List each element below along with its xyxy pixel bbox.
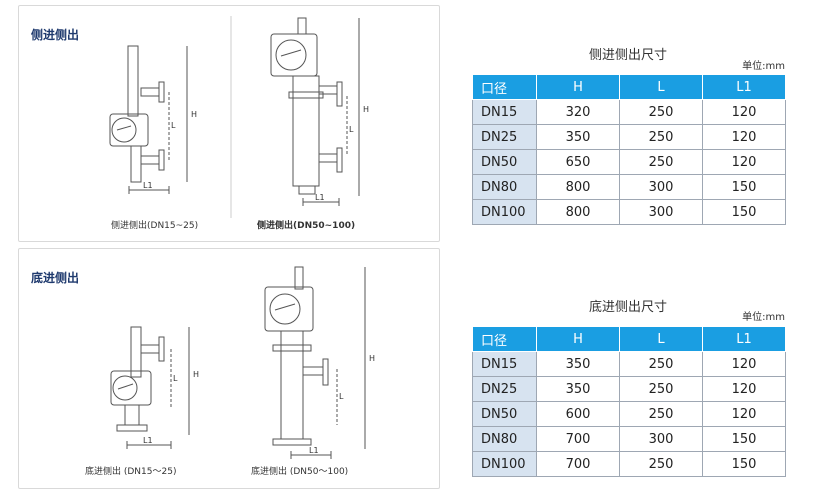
header-l1: L1 — [702, 74, 786, 100]
cell-bore: DN25 — [472, 124, 537, 150]
cell-bore: DN80 — [472, 426, 537, 452]
bottom-inlet-drawings: H L L1 底进侧出 (DN15～25) H L L1 底进侧出 (DN50～… — [85, 266, 375, 477]
cell-bore: DN15 — [472, 99, 537, 125]
table-header-row: 口径 H L L1 — [472, 74, 786, 100]
large-bottom-flowmeter-drawing — [264, 266, 366, 459]
dim-l1-label-large: L1 — [315, 193, 325, 202]
dim-l-label-large: L — [349, 125, 354, 134]
cell-h: 600 — [536, 401, 620, 427]
cell-l1: 150 — [702, 426, 786, 452]
side-table-unit: 单位:mm — [742, 61, 785, 72]
side-inlet-panel-title: 侧进侧出 — [31, 28, 80, 42]
dim-h-label-bottom-large: H — [369, 354, 375, 363]
table-row: DN50 650 250 120 — [472, 149, 786, 175]
table-row: DN15 320 250 120 — [472, 99, 786, 125]
table-row: DN80 700 300 150 — [472, 426, 786, 452]
bottom-dimensions-table: 口径 H L L1 DN15 350 250 120 DN25 350 250 … — [472, 326, 786, 477]
cell-l: 300 — [619, 426, 703, 452]
side-inlet-drawings: H L L1 侧进侧出(DN15~25) H L L1 侧进侧出(DN50 — [109, 16, 369, 231]
side-inlet-drawing-panel: 侧进侧出 H L L1 侧进侧出(DN15~25) — [18, 5, 440, 242]
dim-l1-label-bottom: L1 — [143, 436, 153, 445]
cell-l1: 120 — [702, 376, 786, 402]
cell-l1: 150 — [702, 199, 786, 225]
cell-l: 300 — [619, 199, 703, 225]
bottom-table-unit: 单位:mm — [742, 312, 785, 323]
table-row: DN25 350 250 120 — [472, 124, 786, 150]
cell-l: 250 — [619, 376, 703, 402]
cell-l: 250 — [619, 401, 703, 427]
side-dimensions-table: 口径 H L L1 DN15 320 250 120 DN25 350 250 … — [472, 74, 786, 225]
caption-side-large: 侧进侧出(DN50~100) — [257, 219, 355, 231]
cell-l: 250 — [619, 124, 703, 150]
large-flowmeter-drawing — [230, 16, 360, 218]
cell-l1: 120 — [702, 124, 786, 150]
dim-h-label-bottom: H — [193, 370, 199, 379]
small-bottom-flowmeter-drawing — [110, 326, 190, 449]
header-h: H — [536, 74, 620, 100]
dim-l-label: L — [171, 121, 176, 130]
cell-h: 700 — [536, 451, 620, 477]
cell-l1: 150 — [702, 451, 786, 477]
header-l: L — [619, 326, 703, 352]
cell-l1: 120 — [702, 99, 786, 125]
cell-l: 250 — [619, 149, 703, 175]
cell-h: 320 — [536, 99, 620, 125]
table-row: DN100 800 300 150 — [472, 199, 786, 225]
dim-l-label-bottom-large: L — [339, 392, 344, 401]
cell-h: 350 — [536, 376, 620, 402]
cell-l1: 120 — [702, 351, 786, 377]
cell-l1: 150 — [702, 174, 786, 200]
cell-l: 250 — [619, 451, 703, 477]
cell-h: 350 — [536, 351, 620, 377]
cell-l: 250 — [619, 351, 703, 377]
cell-h: 350 — [536, 124, 620, 150]
table-row: DN50 600 250 120 — [472, 401, 786, 427]
table-row: DN80 800 300 150 — [472, 174, 786, 200]
small-flowmeter-drawing — [109, 45, 188, 194]
cell-bore: DN25 — [472, 376, 537, 402]
cell-bore: DN50 — [472, 401, 537, 427]
table-row: DN25 350 250 120 — [472, 376, 786, 402]
table-row: DN15 350 250 120 — [472, 351, 786, 377]
dim-h-label: H — [191, 110, 197, 119]
cell-bore: DN100 — [472, 199, 537, 225]
cell-h: 650 — [536, 149, 620, 175]
caption-side-small: 侧进侧出(DN15~25) — [111, 219, 198, 231]
cell-bore: DN80 — [472, 174, 537, 200]
caption-bottom-large: 底进侧出 (DN50～100) — [251, 465, 348, 477]
table-row: DN100 700 250 150 — [472, 451, 786, 477]
cell-l: 250 — [619, 99, 703, 125]
bottom-inlet-drawing-panel: 底进侧出 H L L1 底进侧出 (DN15～25) — [18, 248, 440, 489]
cell-h: 800 — [536, 199, 620, 225]
side-table-title: 侧进侧出尺寸 — [588, 48, 667, 63]
header-bore: 口径 — [472, 74, 537, 100]
cell-h: 800 — [536, 174, 620, 200]
dim-l1-label-bottom-large: L1 — [309, 446, 319, 455]
header-l: L — [619, 74, 703, 100]
cell-l1: 120 — [702, 401, 786, 427]
dim-l-label-bottom: L — [173, 374, 178, 383]
dim-l1-label: L1 — [143, 181, 153, 190]
table-header-row: 口径 H L L1 — [472, 326, 786, 352]
bottom-inlet-panel-title: 底进侧出 — [31, 271, 80, 285]
cell-bore: DN15 — [472, 351, 537, 377]
header-l1: L1 — [702, 326, 786, 352]
cell-bore: DN100 — [472, 451, 537, 477]
bottom-table-title: 底进侧出尺寸 — [588, 300, 667, 315]
header-h: H — [536, 326, 620, 352]
dim-h-label-large: H — [363, 105, 369, 114]
cell-bore: DN50 — [472, 149, 537, 175]
caption-bottom-small: 底进侧出 (DN15～25) — [85, 465, 176, 477]
header-bore: 口径 — [472, 326, 537, 352]
cell-h: 700 — [536, 426, 620, 452]
cell-l: 300 — [619, 174, 703, 200]
cell-l1: 120 — [702, 149, 786, 175]
